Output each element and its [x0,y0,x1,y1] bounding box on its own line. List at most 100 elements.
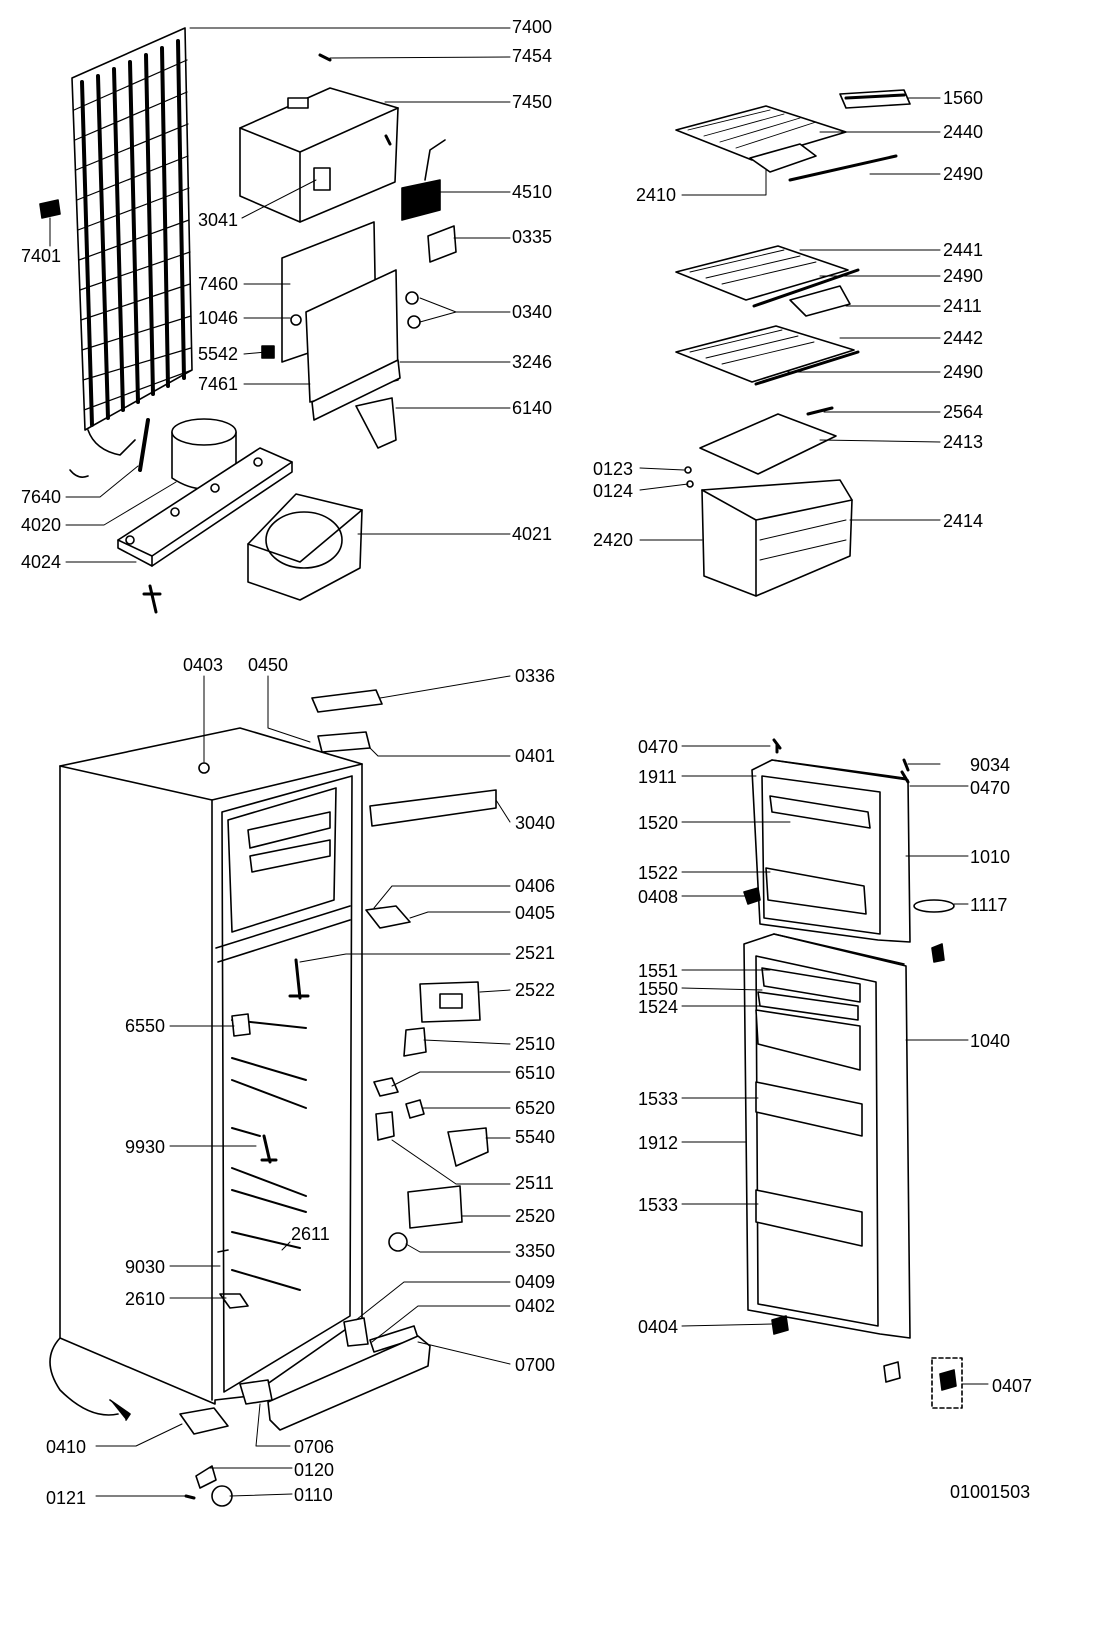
part-label-6510: 6510 [515,1063,556,1083]
part-label-0401: 0401 [515,746,556,766]
part-label-1550: 1550 [638,979,679,999]
part-label-0700: 0700 [515,1355,556,1375]
part-label-1533-a: 1533 [638,1089,679,1109]
part-label-2490-a: 2490 [943,164,984,184]
part-label-0335: 0335 [512,227,553,247]
ice-tray-1560 [839,89,911,109]
part-label-6520: 6520 [515,1098,556,1118]
part-label-2490-b: 2490 [943,266,984,286]
part-label-0110: 0110 [294,1485,333,1505]
leaders-group-2 [639,97,941,541]
leaders-group-3 [95,675,511,1497]
part-label-0124: 0124 [593,481,634,501]
condenser-coil [71,27,193,456]
part-label-2522: 2522 [515,980,556,1000]
electrical-parts [355,139,457,449]
part-label-0406: 0406 [515,876,556,896]
part-label-9030: 9030 [125,1257,166,1277]
part-label-2442: 2442 [943,328,984,348]
part-label-6550: 6550 [125,1016,166,1036]
part-label-2520: 2520 [515,1206,556,1226]
part-label-1533-b: 1533 [638,1195,679,1215]
part-label-0340: 0340 [512,302,553,322]
part-label-0121: 0121 [46,1488,87,1508]
control-box-cover [239,53,399,223]
compressor-tray [247,493,363,601]
leaders-group-4 [681,745,989,1385]
part-label-0407: 0407 [992,1376,1033,1396]
control-panel [261,221,401,421]
leaders-group-1 [49,27,511,563]
part-label-0403: 0403 [183,655,224,675]
part-label-2511: 2511 [515,1173,554,1193]
part-label-9034: 9034 [970,755,1011,775]
part-label-5540: 5540 [515,1127,556,1147]
part-label-1046: 1046 [198,308,239,328]
fridge-door [743,933,963,1409]
part-label-9930: 9930 [125,1137,166,1157]
part-label-2411: 2411 [943,296,982,316]
part-label-7450: 7450 [512,92,553,112]
part-label-0408: 0408 [638,887,679,907]
part-label-2420: 2420 [593,530,634,550]
part-label-1117: 1117 [970,895,1008,915]
part-label-0470-a: 0470 [638,737,679,757]
cabinet-parts [179,689,497,1507]
part-label-2521: 2521 [515,943,556,963]
part-label-2610: 2610 [125,1289,166,1309]
part-label-3246: 3246 [512,352,553,372]
part-label-1010: 1010 [970,847,1011,867]
part-label-1522: 1522 [638,863,679,883]
part-label-0409: 0409 [515,1272,556,1292]
part-label-2440: 2440 [943,122,984,142]
part-label-0402: 0402 [515,1296,556,1316]
part-label-1040: 1040 [970,1031,1011,1051]
part-label-2564: 2564 [943,402,984,422]
part-label-0123: 0123 [593,459,634,479]
part-label-7454: 7454 [512,46,553,66]
part-label-0706: 0706 [294,1437,335,1457]
document-code: 01001503 [950,1482,1031,1502]
part-label-0470-b: 0470 [970,778,1011,798]
part-label-6140: 6140 [512,398,553,418]
part-label-0410: 0410 [46,1437,87,1457]
part-label-2410: 2410 [636,185,677,205]
part-7640-tube [69,418,150,478]
part-label-2611: 2611 [291,1224,330,1244]
part-label-7460: 7460 [198,274,239,294]
part-label-1560: 1560 [943,88,984,108]
shelf-2441 [675,245,860,317]
part-label-0450: 0450 [248,655,289,675]
part-label-4024: 4024 [21,552,62,572]
part-label-0336: 0336 [515,666,556,686]
part-label-2441: 2441 [943,240,984,260]
part-label-7640: 7640 [21,487,62,507]
part-label-7400: 7400 [512,17,553,37]
part-label-3041: 3041 [198,210,239,230]
part-label-0405: 0405 [515,903,556,923]
part-label-1911: 1911 [638,767,677,787]
part-label-4021: 4021 [512,524,553,544]
part-label-0120: 0120 [294,1460,335,1480]
part-label-3040: 3040 [515,813,556,833]
part-label-1912: 1912 [638,1133,679,1153]
drawer-2420 [684,406,853,597]
part-label-0404: 0404 [638,1317,679,1337]
shelf-2440 [675,105,898,182]
part-label-4020: 4020 [21,515,62,535]
compressor [117,418,293,614]
part-label-7401: 7401 [21,246,62,266]
part-label-5542: 5542 [198,344,239,364]
part-label-2413: 2413 [943,432,984,452]
part-label-1551: 1551 [638,961,679,981]
part-label-3350: 3350 [515,1241,556,1261]
part-label-1520: 1520 [638,813,679,833]
shelf-2442 [675,325,860,386]
part-7401-clip [39,199,61,219]
part-label-2490-c: 2490 [943,362,984,382]
part-label-2414: 2414 [943,511,984,531]
cabinet-body [49,727,363,1421]
freezer-door [743,738,955,963]
